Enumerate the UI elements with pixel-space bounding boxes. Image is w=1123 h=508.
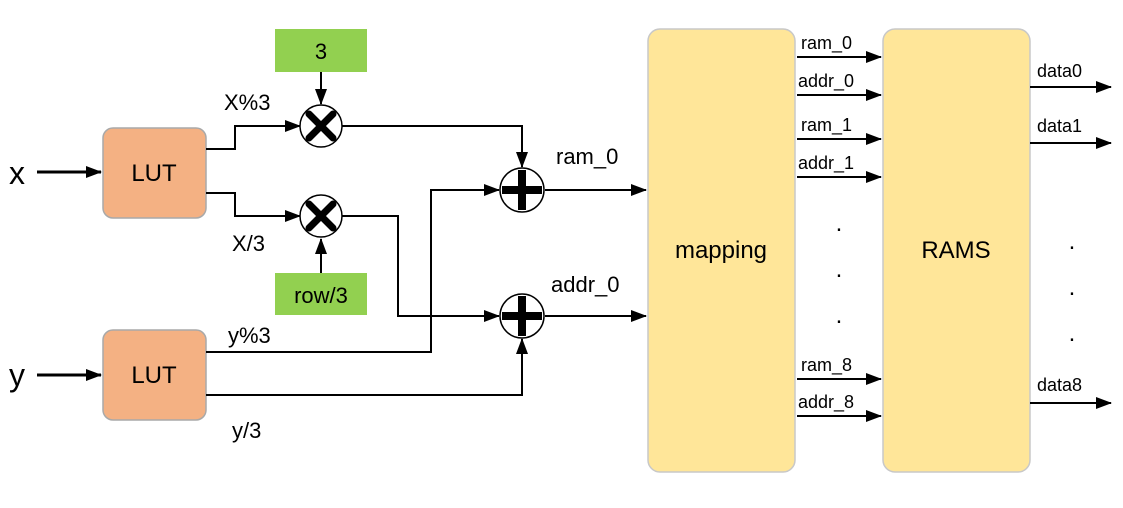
bus-label-addr0: addr_0 — [798, 71, 854, 92]
rams-block — [882, 28, 1031, 473]
bus-label-addr1: addr_1 — [798, 153, 854, 174]
mapping-block — [647, 28, 796, 473]
ellipsis-dot: . — [1069, 228, 1076, 255]
const-3-block — [275, 29, 367, 72]
signal-y-mod3: y%3 — [228, 323, 271, 348]
const-row3-block — [275, 273, 367, 315]
signal-ram0: ram_0 — [556, 144, 618, 169]
signal-x-div3: X/3 — [232, 231, 265, 256]
multiplier-1 — [299, 104, 343, 148]
signal-addr0: addr_0 — [551, 272, 620, 297]
adder-2 — [499, 293, 545, 339]
output-label-data0: data0 — [1037, 61, 1082, 81]
bus-label-ram0: ram_0 — [801, 33, 852, 54]
ellipsis-dot: . — [836, 210, 843, 237]
multiplier-2 — [299, 194, 343, 238]
bus-label-ram8: ram_8 — [801, 355, 852, 376]
bus-label-addr8: addr_8 — [798, 392, 854, 413]
wire-y-div3 — [206, 338, 528, 396]
bus-label-ram1: ram_1 — [801, 115, 852, 136]
wire-mult2-out — [342, 215, 500, 322]
lut-x-block — [102, 127, 207, 219]
input-y-label: y — [9, 357, 25, 393]
output-label-data8: data8 — [1037, 375, 1082, 395]
wire-x-mod3 — [206, 120, 301, 150]
signal-x-mod3: X%3 — [224, 90, 270, 115]
lut-x-label: LUT — [131, 160, 177, 187]
ellipsis-dot: . — [836, 256, 843, 283]
lut-y-label: LUT — [131, 362, 177, 389]
const-3-label: 3 — [315, 39, 327, 64]
lut-y-block — [102, 329, 207, 421]
signal-y-div3: y/3 — [232, 418, 261, 443]
output-label-data1: data1 — [1037, 116, 1082, 136]
wire-x-div3 — [206, 192, 301, 222]
input-x-label: x — [9, 155, 25, 191]
mapping-label: mapping — [675, 237, 767, 264]
ellipsis-dot: . — [1069, 320, 1076, 347]
const-row3-label: row/3 — [294, 283, 348, 308]
wire-y-mod3 — [206, 184, 500, 353]
ellipsis-dot: . — [1069, 274, 1076, 301]
adder-1 — [499, 167, 545, 213]
rams-label: RAMS — [921, 237, 990, 264]
wire-mult1-out — [342, 125, 528, 168]
ellipsis-dot: . — [836, 302, 843, 329]
